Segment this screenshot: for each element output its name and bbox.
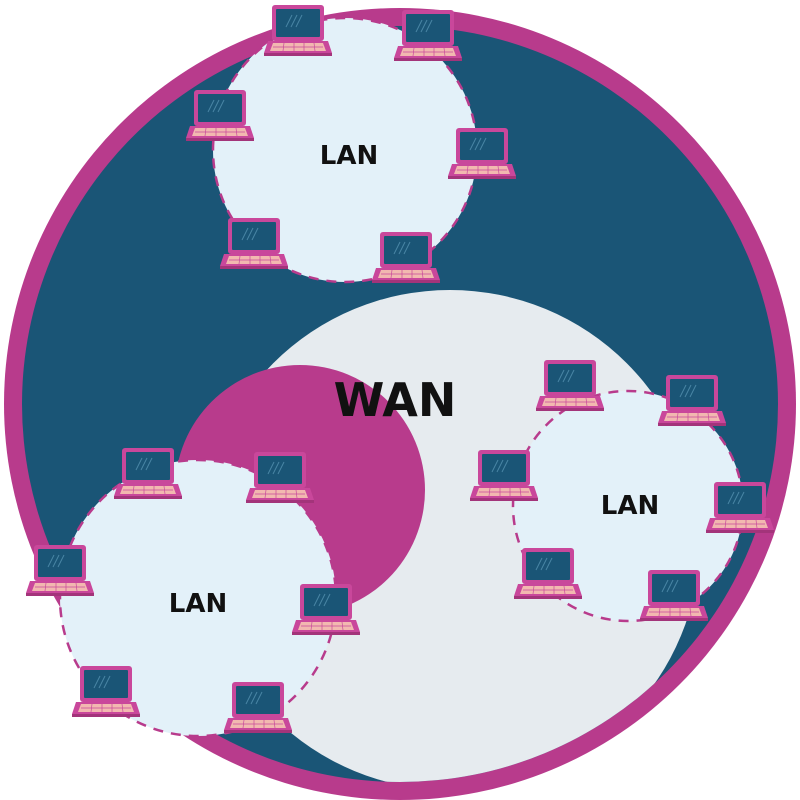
- laptop-icon: [245, 451, 315, 504]
- laptop-icon: [513, 547, 583, 600]
- laptop-icon: [223, 681, 293, 734]
- wan-label: WAN: [334, 373, 457, 427]
- laptop-icon: [535, 359, 605, 412]
- laptop-icon: [25, 544, 95, 597]
- laptop-icon: [469, 449, 539, 502]
- laptop-icon: [657, 374, 727, 427]
- laptop-icon: [71, 665, 141, 718]
- laptop-icon: [371, 231, 441, 284]
- laptop-icon: [705, 481, 775, 534]
- laptop-icon: [447, 127, 517, 180]
- laptop-icon: [291, 583, 361, 636]
- laptop-icon: [185, 89, 255, 142]
- lan-label-right: LAN: [601, 491, 659, 521]
- laptop-icon: [219, 217, 289, 270]
- lan-label-left: LAN: [169, 589, 227, 619]
- lan-label-top: LAN: [320, 141, 378, 171]
- laptop-icon: [113, 447, 183, 500]
- laptop-icon: [639, 569, 709, 622]
- laptop-icon: [393, 9, 463, 62]
- laptop-icon: [263, 4, 333, 57]
